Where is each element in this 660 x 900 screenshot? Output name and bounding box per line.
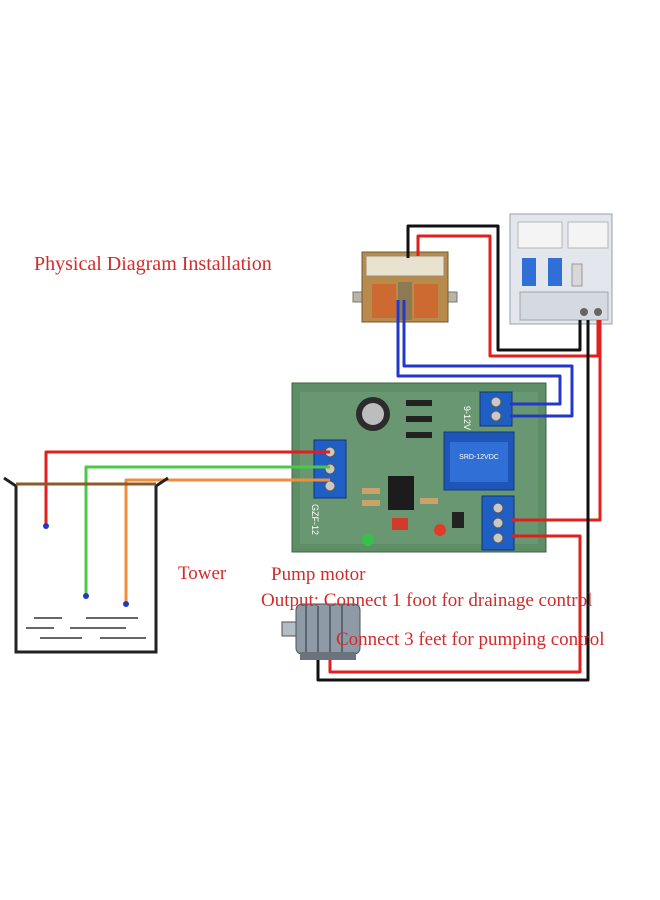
wire-black-breaker-to-transformer: [406, 224, 582, 352]
output-pumping-label: Connect 3 feet for pumping control: [336, 629, 605, 650]
input-voltage-marking: 9-12V: [462, 406, 472, 430]
water-tank: [3, 476, 169, 654]
wire-black-motor: [316, 320, 590, 682]
wire-red-probe: [44, 450, 330, 524]
output-terminal-block: [481, 495, 515, 551]
probe-tip-high: [43, 523, 49, 529]
probe-tip-common: [123, 601, 129, 607]
wiring: [44, 224, 602, 682]
circuit-breaker: [509, 213, 613, 325]
output-drainage-label: Output: Connect 1 foot for drainage cont…: [261, 590, 593, 611]
wire-green-probe: [84, 465, 330, 594]
probe-terminal-block: [313, 439, 347, 499]
tower-label: Tower: [178, 563, 227, 584]
probe-tip-low: [83, 593, 89, 599]
wire-red-breaker-to-transformer: [416, 234, 600, 358]
power-terminal-block: [479, 391, 513, 427]
wire-blue-transformer-b: [402, 300, 574, 418]
pump-motor-label: Pump motor: [271, 564, 366, 585]
wire-blue-transformer-a: [396, 300, 562, 406]
diagram-title: Physical Diagram Installation: [34, 253, 272, 275]
relay-marking: SRD-12VDC: [459, 454, 499, 461]
wire-red-motor: [328, 534, 582, 674]
transformer: [352, 251, 458, 323]
wire-red-output-common: [512, 320, 602, 522]
pump-motor: [281, 603, 361, 660]
wire-orange-probe: [124, 478, 330, 602]
model-marking: GZF-12: [310, 504, 320, 535]
